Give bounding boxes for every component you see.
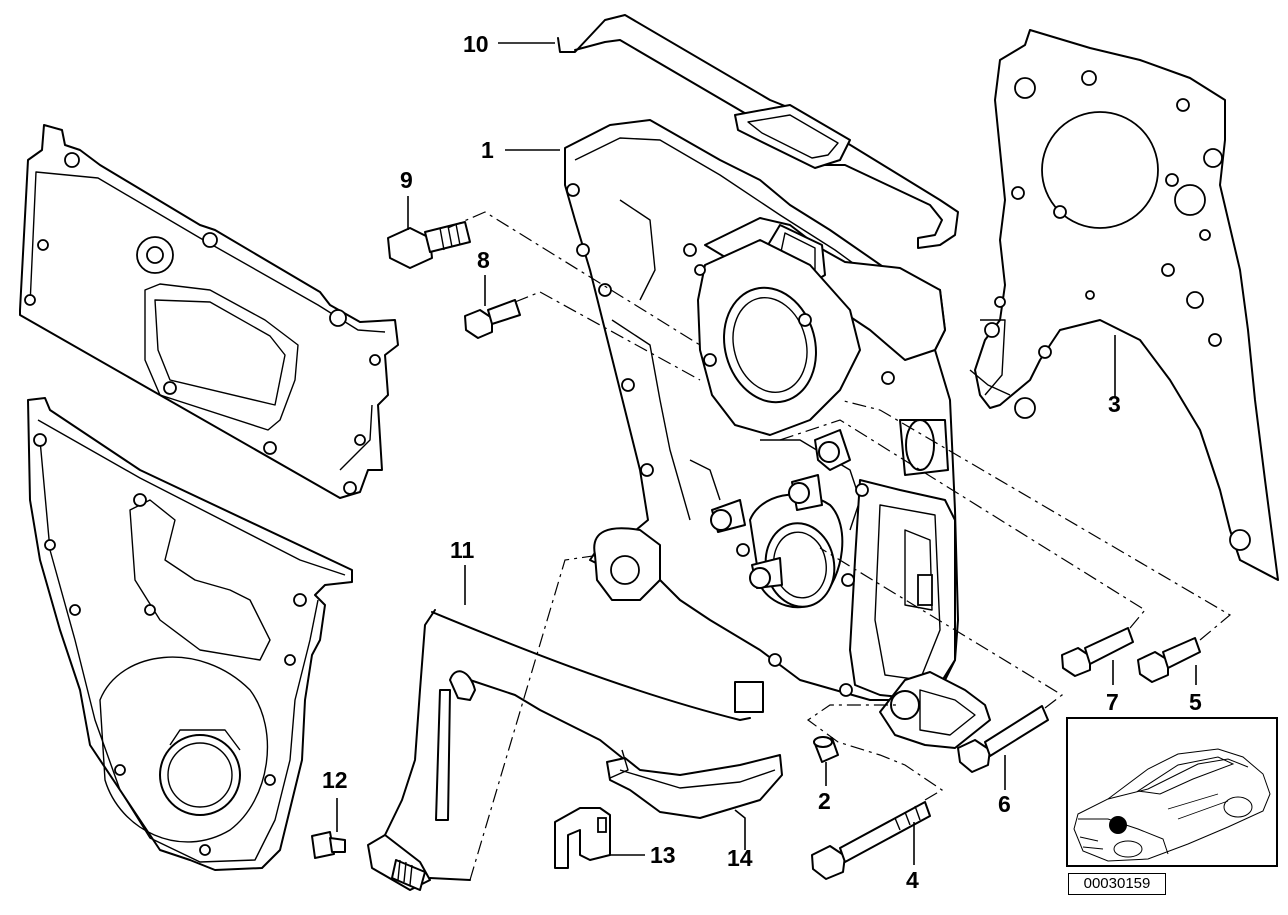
car-outline-icon	[1073, 748, 1271, 862]
bolt-7	[1061, 627, 1134, 677]
callout-7: 7	[1106, 689, 1119, 715]
timing-case-cover-1	[564, 119, 991, 749]
callout-11: 11	[450, 537, 475, 563]
callout-9: 9	[400, 167, 413, 193]
callout-4: 4	[906, 867, 919, 893]
callout-numbers: 1 2 3 4 5 6 7 8 9 10 11 12 13 14	[322, 31, 1202, 893]
assembly-lines	[447, 211, 1232, 881]
callout-13: 13	[650, 842, 676, 868]
bolt-4	[811, 801, 931, 880]
upper-timing-cover-reference	[19, 124, 399, 499]
callout-2: 2	[818, 788, 831, 814]
pulse-sensor-cable-11	[367, 609, 764, 891]
callout-12: 12	[322, 767, 348, 793]
callout-6: 6	[998, 791, 1011, 817]
callout-8: 8	[477, 247, 490, 273]
cable-holder-14	[606, 749, 783, 819]
bracket-clip-13	[554, 807, 611, 869]
leader-lines	[336, 42, 1197, 865]
gasket-3	[969, 29, 1279, 581]
vehicle-location-thumbnail	[1066, 717, 1278, 867]
location-marker-icon	[1109, 816, 1127, 834]
bolt-6	[957, 705, 1049, 773]
diagram-id-label: 00030159	[1068, 873, 1166, 895]
screw-12	[311, 831, 346, 859]
lower-timing-cover-reference	[27, 397, 353, 871]
bolt-5	[1137, 637, 1201, 683]
dowel-sleeve-2	[813, 736, 839, 763]
profile-gasket-10	[557, 14, 959, 249]
callout-5: 5	[1189, 689, 1202, 715]
callout-3: 3	[1108, 391, 1121, 417]
callout-14: 14	[727, 845, 753, 871]
bolt-8	[464, 299, 521, 339]
callout-10: 10	[463, 31, 489, 57]
callout-1: 1	[481, 137, 494, 163]
bolt-9	[387, 221, 471, 269]
